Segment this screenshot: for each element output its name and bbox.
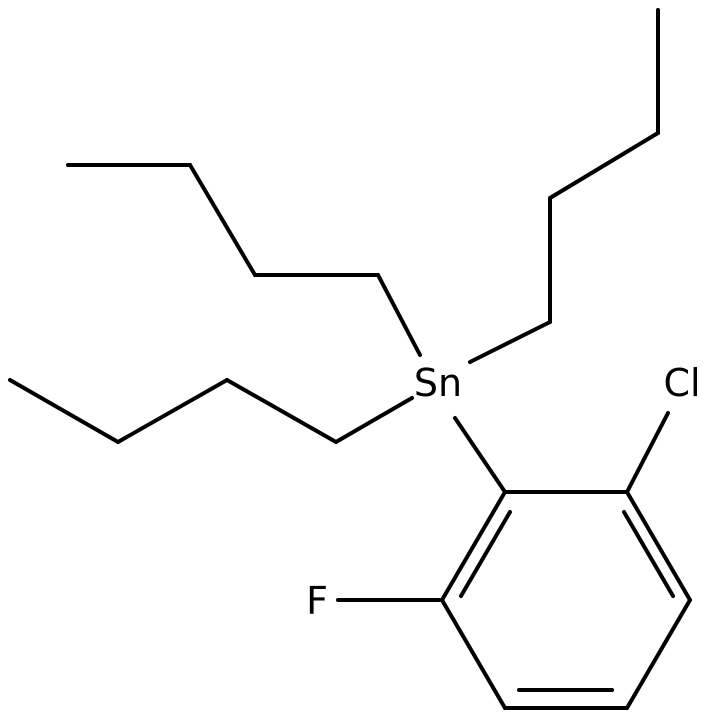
atom-label-cl: Cl (663, 361, 700, 405)
atom-label-sn: Sn (414, 361, 462, 405)
ring-double-bond-1 (622, 510, 675, 598)
bond-sn-ring (453, 416, 507, 494)
bond-butyl2-1 (468, 320, 552, 364)
bond-ring-cl (625, 411, 670, 494)
ring-double-bond-3 (459, 510, 512, 598)
bond-butyl3-1 (334, 396, 414, 444)
ring-bond-2 (625, 490, 692, 602)
atom-label-f: F (306, 579, 328, 623)
bond-butyl1-1 (376, 273, 422, 357)
ring-bond-5 (440, 598, 507, 710)
bond-butyl2-3 (548, 131, 660, 200)
ring-bond-6 (440, 490, 507, 602)
ring-bond-3 (625, 598, 692, 710)
bond-butyl3-2 (225, 378, 338, 444)
bond-butyl1-3 (188, 163, 257, 277)
bond-butyl3-3 (116, 378, 229, 444)
bond-butyl3-4 (8, 378, 120, 444)
